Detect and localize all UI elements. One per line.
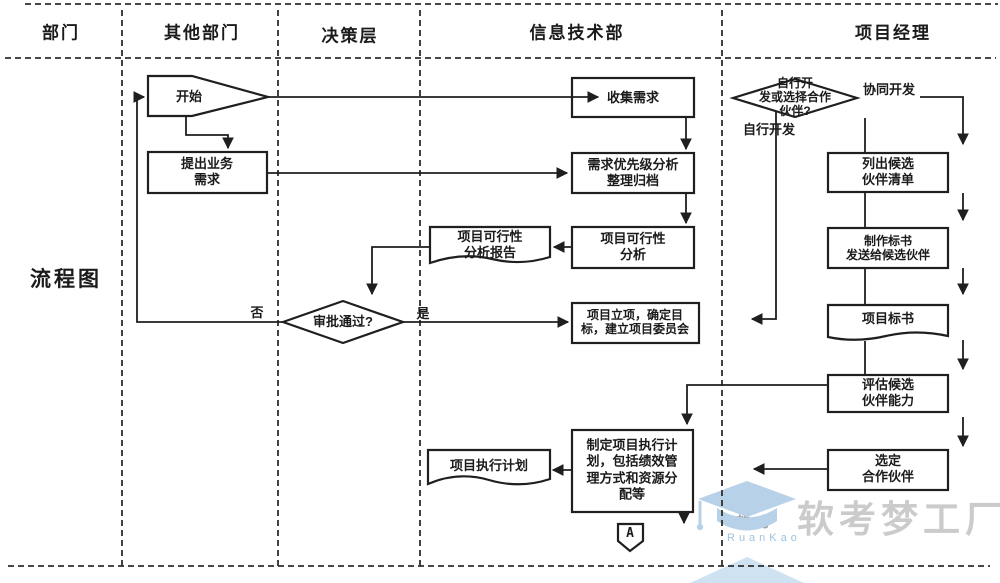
- offpage-connector-a-label: A: [626, 525, 634, 541]
- approval-decision-label: 审批通过?: [313, 313, 373, 329]
- evaluate-candidates-box: [826, 373, 950, 414]
- lane-header-it-department: 信息技术部: [529, 23, 625, 43]
- make-execution-plan-label: 制定项目执行计 划，包括绩效管 理方式和资源分 配等: [586, 437, 678, 502]
- flow-connectors: [133, 91, 969, 525]
- arrow-start-to-propose: [185, 116, 234, 150]
- propose-requirements-label: 提出业务 需求: [180, 155, 234, 187]
- start-label: 开始: [175, 88, 203, 104]
- watermark-bottom-cap-icon: [690, 557, 804, 583]
- watermark-logo-subtext: RuanKao: [727, 532, 801, 544]
- develop-decision-diamond: [729, 77, 861, 119]
- swimlane-grid: [5, 3, 998, 567]
- execution-plan-doc-label: 项目执行计划: [449, 457, 529, 473]
- arrow-evaluate-to-plan: [681, 384, 828, 426]
- feasibility-report-label: 项目可行性 分析报告: [457, 228, 523, 260]
- prepare-bid-label: 制作标书 发送给候选伙伴: [845, 233, 931, 262]
- propose-requirements-box: [146, 150, 269, 195]
- feasibility-report-document: [428, 225, 552, 265]
- start-shape: [146, 74, 273, 118]
- offpage-connector-a-shape: [616, 522, 645, 553]
- priority-analysis-label: 需求优先级分析 整理归档: [587, 156, 679, 188]
- arrow-codevelop-down-1: [920, 96, 969, 146]
- prepare-bid-box: [826, 226, 950, 270]
- row-label-flowchart: 流程图: [30, 267, 102, 291]
- project-initiation-label: 项目立项，确定目 标，建立项目委员会: [580, 307, 690, 336]
- edge-label-no: 否: [250, 304, 264, 320]
- collect-requirements-label: 收集需求: [606, 89, 660, 105]
- edge-label-yes: 是: [416, 305, 430, 321]
- arrow-report-to-approval: [366, 246, 430, 296]
- edge-label-self-develop: 自行开发: [742, 121, 796, 137]
- lane-header-department: 部门: [42, 23, 80, 43]
- make-execution-plan-box: [570, 428, 695, 514]
- execution-plan-document: [426, 448, 552, 486]
- arrow-selfdevelop-to-initiation: [750, 112, 777, 325]
- watermark-brand-text: 软考梦工厂: [797, 499, 1000, 540]
- lane-header-project-manager: 项目经理: [855, 23, 931, 43]
- list-candidates-box: [826, 151, 950, 194]
- list-candidates-label: 列出候选 伙伴清单: [861, 155, 915, 187]
- priority-analysis-box: [570, 151, 696, 195]
- develop-decision-label: 自行开 发或选择合作 伙伴?: [758, 75, 832, 119]
- feasibility-analysis-box: [570, 225, 696, 270]
- project-bid-document: [826, 303, 950, 341]
- project-initiation-box: [570, 301, 701, 345]
- evaluate-candidates-label: 评估候选 伙伴能力: [861, 376, 915, 408]
- lane-header-decision-layer: 决策层: [321, 26, 379, 46]
- edge-label-co-develop: 协同开发: [862, 81, 916, 97]
- select-partner-box: [826, 448, 950, 492]
- select-partner-label: 选定 合作伙伴: [861, 452, 915, 484]
- project-bid-label: 项目标书: [861, 310, 915, 326]
- lane-header-other-departments: 其他部门: [164, 23, 240, 43]
- graduation-cap-icon: [690, 481, 804, 583]
- feasibility-analysis-label: 项目可行性 分析: [600, 230, 666, 262]
- arrow-approval-no-loop: [133, 91, 283, 323]
